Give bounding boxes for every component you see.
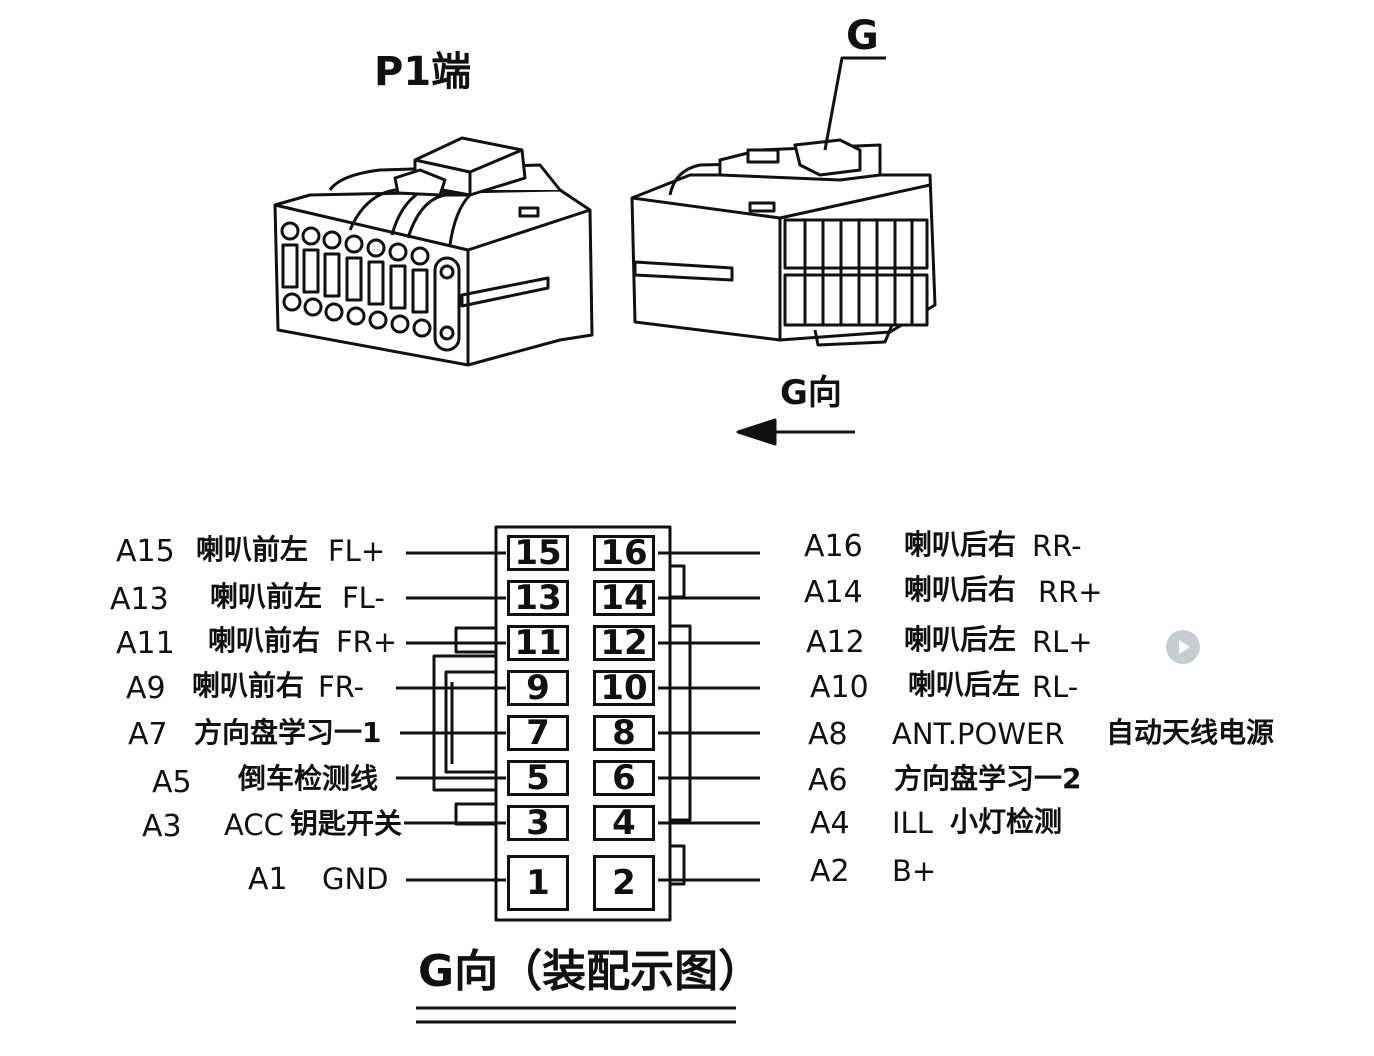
pin-code-a9: A9 [126, 671, 166, 706]
pin-desc-a15: 喇叭前左 [196, 533, 309, 566]
pin-desc-a11: 喇叭前右 [208, 624, 321, 657]
pin-desc-a3: 钥匙开关 [290, 807, 403, 840]
pin-13: 13 [507, 578, 569, 618]
pin-desc-a7: 方向盘学习一1 [194, 716, 382, 749]
pin-signal-a8: ANT.POWER [892, 717, 1065, 751]
pin-3: 3 [507, 803, 569, 843]
pin-10: 10 [593, 668, 655, 708]
pin-code-a7: A7 [128, 717, 168, 752]
pin-code-a13: A13 [110, 582, 169, 617]
p1-connector-drawing [273, 136, 594, 367]
pin-6: 6 [593, 758, 655, 798]
g-leader-line [823, 56, 886, 151]
pin-desc-a9: 喇叭前右 [192, 669, 305, 702]
pin-2: 2 [593, 855, 655, 911]
pin-code-a16: A16 [804, 529, 863, 564]
pin-code-a14: A14 [804, 575, 863, 610]
pin-signal-a9: FR- [318, 670, 365, 704]
pin-12: 12 [593, 623, 655, 663]
pin-signal-a1: GND [322, 862, 389, 896]
pin-code-a5: A5 [152, 765, 192, 800]
pin-signal-a15: FL+ [328, 534, 386, 568]
pin-code-a6: A6 [808, 763, 848, 798]
play-icon[interactable] [1166, 630, 1200, 664]
pin-desc-a16: 喇叭后右 [904, 528, 1017, 561]
pin-code-a2: A2 [810, 854, 850, 889]
pin-desc-a4: 小灯检测 [950, 805, 1063, 838]
g-direction-label: G向 [780, 373, 842, 413]
pin-desc-a13: 喇叭前左 [210, 580, 323, 613]
pin-8: 8 [593, 713, 655, 753]
p1-end-title: P1端 [374, 49, 472, 95]
pin-signal-a10: RL- [1032, 670, 1079, 704]
pin-code-a11: A11 [116, 626, 175, 661]
pin-signal-a11: FR+ [336, 625, 398, 659]
pin-code-a10: A10 [810, 670, 869, 705]
pin-5: 5 [507, 758, 569, 798]
pin-7: 7 [507, 713, 569, 753]
pin-desc-a10: 喇叭后左 [908, 668, 1021, 701]
pin-15: 15 [507, 533, 569, 573]
pin-signal-a16: RR- [1032, 529, 1082, 563]
pin-signal-a2: B+ [892, 854, 937, 888]
assembly-title: G向（装配示图） [418, 946, 763, 997]
assembly-housing [432, 525, 692, 922]
g-marker-label: G [846, 13, 879, 59]
pin-desc-a12: 喇叭后左 [904, 623, 1017, 656]
pin-14: 14 [593, 578, 655, 618]
pin-4: 4 [593, 803, 655, 843]
g-connector-drawing [630, 138, 937, 347]
pin-code-a4: A4 [810, 806, 850, 841]
pin-signal-a12: RL+ [1032, 625, 1093, 659]
pin-9: 9 [507, 668, 569, 708]
pin-desc-a8: 自动天线电源 [1106, 716, 1275, 749]
pin-signal-a3: ACC [224, 808, 284, 842]
pin-1: 1 [507, 855, 569, 911]
pin-desc-a14: 喇叭后右 [904, 573, 1017, 606]
pin-signal-a14: RR+ [1038, 575, 1103, 609]
pin-desc-a6: 方向盘学习一2 [894, 762, 1082, 795]
pin-16: 16 [593, 533, 655, 573]
pin-signal-a4: ILL [892, 806, 933, 840]
pin-11: 11 [507, 623, 569, 663]
pin-signal-a13: FL- [342, 581, 385, 615]
pin-desc-a5: 倒车检测线 [238, 762, 379, 795]
pin-code-a12: A12 [806, 625, 865, 660]
pin-code-a3: A3 [142, 809, 182, 844]
pin-code-a15: A15 [116, 534, 175, 569]
pin-code-a1: A1 [248, 862, 288, 897]
pin-code-a8: A8 [808, 717, 848, 752]
